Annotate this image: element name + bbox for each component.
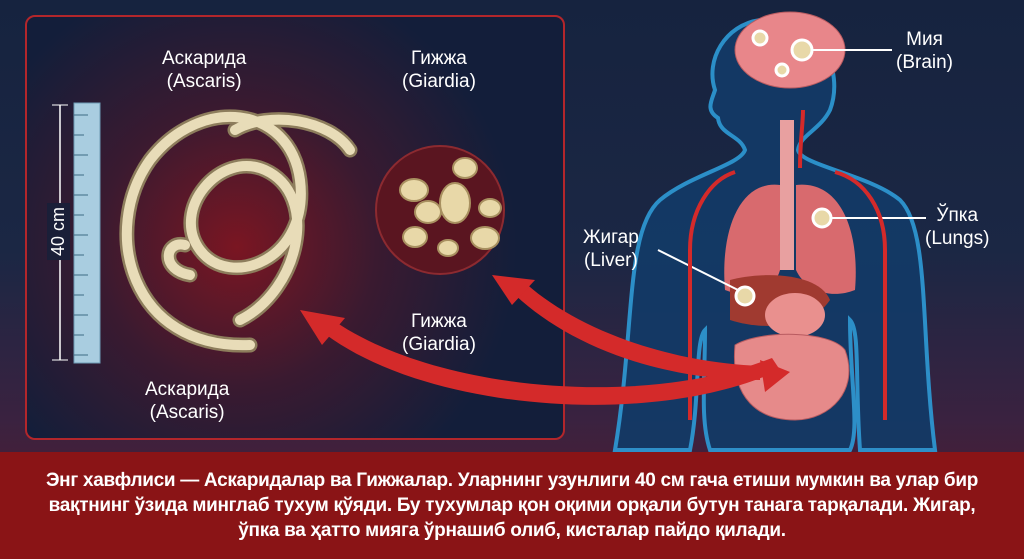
- ascaris-worm: [119, 109, 358, 353]
- giardia-label-bottom: Гижжа(Giardia): [402, 311, 476, 355]
- ruler: [52, 102, 101, 364]
- info-banner: Энг хавфлиси — Аскаридалар ва Гижжалар. …: [0, 452, 1024, 559]
- brain-label: Мия(Brain): [896, 29, 954, 73]
- human-body: [612, 11, 938, 452]
- giardia-magnified: [375, 145, 505, 275]
- giardia-label-top: Гижжа(Giardia): [402, 48, 476, 92]
- ascaris-label-top: Аскарида(Ascaris): [162, 48, 247, 92]
- lungs-label: Ўпка(Lungs): [925, 205, 990, 249]
- banner-text: Энг хавфлиси — Аскаридалар ва Гижжалар. …: [45, 470, 979, 541]
- ruler-label: 40 cm: [47, 202, 71, 261]
- ascaris-label-bottom: Аскарида(Ascaris): [145, 379, 230, 423]
- liver-label: Жигар(Liver): [583, 227, 639, 271]
- spread-arrows: [300, 275, 790, 405]
